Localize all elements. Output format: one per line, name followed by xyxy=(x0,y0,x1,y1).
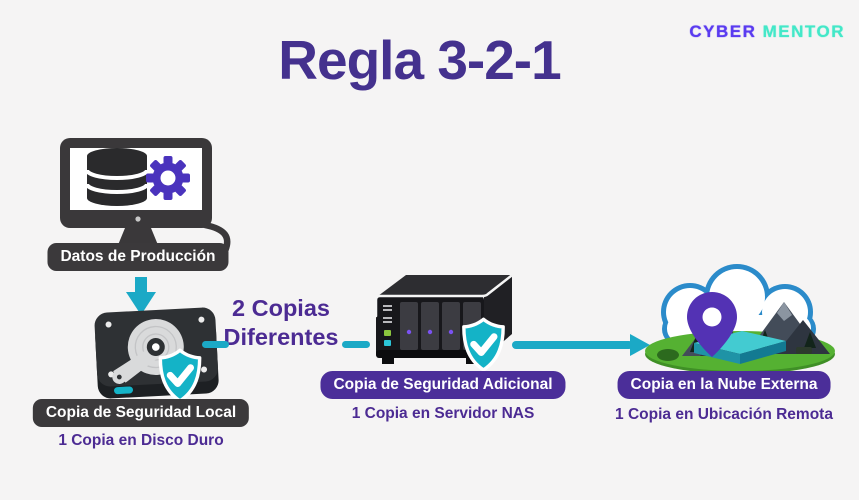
two-copies-line2: Diferentes xyxy=(223,324,339,350)
local-backup-label: Copia de Seguridad Local xyxy=(45,404,237,421)
arrow-down-icon xyxy=(126,277,156,315)
cloud-backup-label: Copia en la Nube Externa xyxy=(630,376,818,393)
gear-icon xyxy=(146,156,190,200)
nas-base xyxy=(376,350,484,358)
arrow-right-icon xyxy=(512,334,650,356)
two-copies-text: 2 Copias Diferentes xyxy=(214,294,348,352)
local-backup-caption: 1 Copia en Disco Duro xyxy=(58,432,224,449)
two-copies-line1: 2 Copias xyxy=(232,295,330,321)
monitor-power-dot xyxy=(135,216,141,222)
location-pin-icon xyxy=(687,292,737,357)
cloud-location-icon xyxy=(645,264,835,374)
nas-status-panel xyxy=(383,305,392,346)
nas-backup-label: Copia de Seguridad Adicional xyxy=(333,376,553,393)
database-icon xyxy=(85,148,149,206)
bush xyxy=(657,349,679,361)
rock xyxy=(796,347,812,354)
shield-check-icon xyxy=(158,348,202,403)
checkmark-icon xyxy=(470,333,498,356)
local-backup-badge: Copia de Seguridad Local xyxy=(32,399,250,427)
shield-check-icon xyxy=(462,317,505,372)
logo-cyber-text: CYBER xyxy=(689,22,757,41)
cloud-backup-badge: Copia en la Nube Externa xyxy=(617,371,831,399)
production-label-badge: Datos de Producción xyxy=(47,243,229,271)
logo-mentor-text: MENTOR xyxy=(762,22,845,41)
connector-dash-right xyxy=(342,341,370,348)
nas-server-icon xyxy=(374,274,513,364)
production-computer-icon xyxy=(60,138,231,251)
cloud-backup-caption: 1 Copia en Ubicación Remota xyxy=(615,406,833,423)
page-title: Regla 3-2-1 xyxy=(278,29,561,91)
nas-backup-caption: 1 Copia en Servidor NAS xyxy=(351,405,535,422)
nas-backup-badge: Copia de Seguridad Adicional xyxy=(320,371,566,399)
nas-top xyxy=(378,275,512,296)
hdd-led xyxy=(114,386,134,395)
production-label: Datos de Producción xyxy=(60,248,216,265)
monitor-stand xyxy=(118,228,158,245)
connector-dash-left xyxy=(202,341,229,348)
cyber-mentor-logo: CYBER MENTOR xyxy=(689,22,845,42)
checkmark-icon xyxy=(166,364,194,387)
